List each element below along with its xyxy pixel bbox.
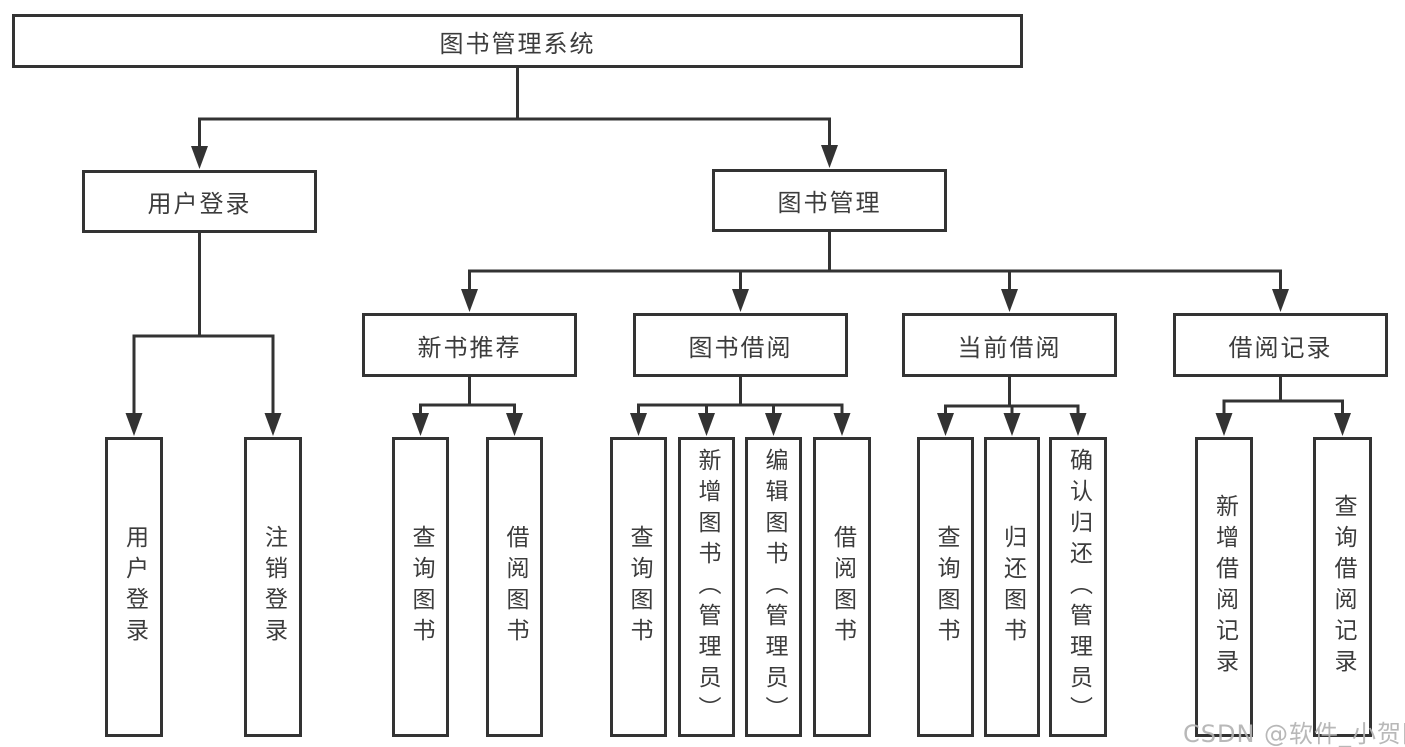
arrowhead-icon [506,413,523,436]
arrowhead-icon [765,413,782,436]
arrowhead-icon [732,289,749,312]
watermark-text: CSDN @软件_小贺同学 [1183,720,1405,747]
node-new-book-rec: 新书推荐 [362,313,577,377]
arrowhead-icon [1215,413,1233,436]
node-cb-return: 归还图书 [984,437,1040,737]
node-label-book-mgmt: 图书管理 [777,189,882,217]
node-label-br-add: 新增借阅记录 [1211,494,1238,680]
node-label-login: 用户登录 [121,525,148,649]
node-label-book-borrow: 图书借阅 [688,333,793,362]
arrowhead-icon [1272,289,1289,312]
arrowhead-icon [630,413,647,436]
arrowhead-icon [698,413,715,436]
node-label-logout: 注销登录 [260,525,287,649]
node-label-bb-edit: 编辑图书（管理员） [761,447,787,727]
node-br-add: 新增借阅记录 [1195,437,1253,737]
node-bb-borrow: 借阅图书 [813,437,871,737]
node-nbr-borrow: 借阅图书 [486,437,543,737]
node-label-current-borrow: 当前借阅 [957,333,1062,362]
arrowhead-icon [191,146,208,169]
node-bb-query: 查询图书 [610,437,667,737]
node-label-root: 图书管理系统 [439,29,596,58]
arrowhead-icon [264,413,282,436]
node-book-borrow: 图书借阅 [633,313,848,377]
node-label-br-query: 查询借阅记录 [1330,494,1356,680]
node-label-cb-confirm: 确认归还（管理员） [1065,447,1092,727]
node-bb-edit: 编辑图书（管理员） [745,437,802,737]
arrowhead-icon [937,413,954,436]
arrowhead-icon [461,289,478,312]
arrowhead-icon [412,413,429,436]
node-label-bb-borrow: 借阅图书 [829,525,856,649]
arrowhead-icon [833,413,851,436]
node-login: 用户登录 [105,437,163,737]
node-label-bb-query: 查询图书 [626,525,652,649]
node-label-bb-add: 新增图书（管理员） [694,447,720,727]
node-logout: 注销登录 [244,437,302,737]
node-label-new-book-rec: 新书推荐 [417,333,522,362]
node-br-query: 查询借阅记录 [1313,437,1372,737]
arrowhead-icon [125,413,143,436]
node-cb-query: 查询图书 [917,437,974,737]
node-label-cb-query: 查询图书 [933,525,959,649]
node-current-borrow: 当前借阅 [902,313,1117,377]
arrowhead-icon [1069,413,1087,436]
arrowhead-icon [1003,413,1021,436]
node-label-borrow-records: 借阅记录 [1228,333,1333,362]
node-label-cb-return: 归还图书 [999,525,1026,649]
node-root: 图书管理系统 [12,14,1023,68]
node-label-user-login: 用户登录 [147,190,252,218]
node-book-mgmt: 图书管理 [712,169,947,232]
node-user-login: 用户登录 [82,170,317,233]
node-borrow-records: 借阅记录 [1173,313,1388,377]
arrowhead-icon [1334,413,1351,436]
arrowhead-icon [1001,289,1018,312]
node-label-nbr-query: 查询图书 [408,525,434,649]
node-nbr-query: 查询图书 [392,437,449,737]
arrowhead-icon [821,145,838,168]
node-label-nbr-borrow: 借阅图书 [502,525,528,649]
node-cb-confirm: 确认归还（管理员） [1049,437,1107,737]
node-bb-add: 新增图书（管理员） [678,437,735,737]
